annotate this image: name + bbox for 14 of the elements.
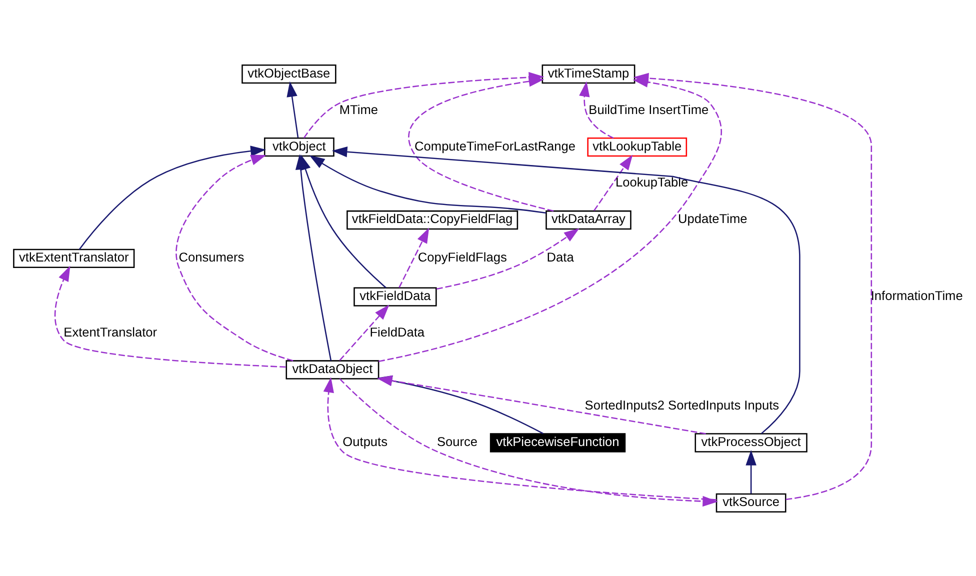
edge-label: MTime bbox=[339, 101, 378, 116]
edge-label: CopyFieldFlags bbox=[418, 249, 507, 264]
edge-label: UpdateTime bbox=[678, 210, 748, 226]
edge-label: Source bbox=[437, 433, 478, 448]
edge-label: SortedInputs2 SortedInputs Inputs bbox=[584, 396, 780, 412]
edge-label: Consumers bbox=[178, 249, 244, 264]
edge-label: BuildTime InsertTime bbox=[588, 101, 709, 116]
edge-label: Data bbox=[546, 249, 574, 264]
edge-label: FieldData bbox=[370, 324, 425, 340]
edge-label: Outputs bbox=[342, 433, 388, 448]
edge-label: InformationTime bbox=[870, 288, 963, 303]
edge-label: ExtentTranslator bbox=[64, 324, 158, 340]
edge-label: ComputeTimeForLastRange bbox=[414, 138, 576, 153]
edge-label: LookupTable bbox=[616, 174, 688, 190]
